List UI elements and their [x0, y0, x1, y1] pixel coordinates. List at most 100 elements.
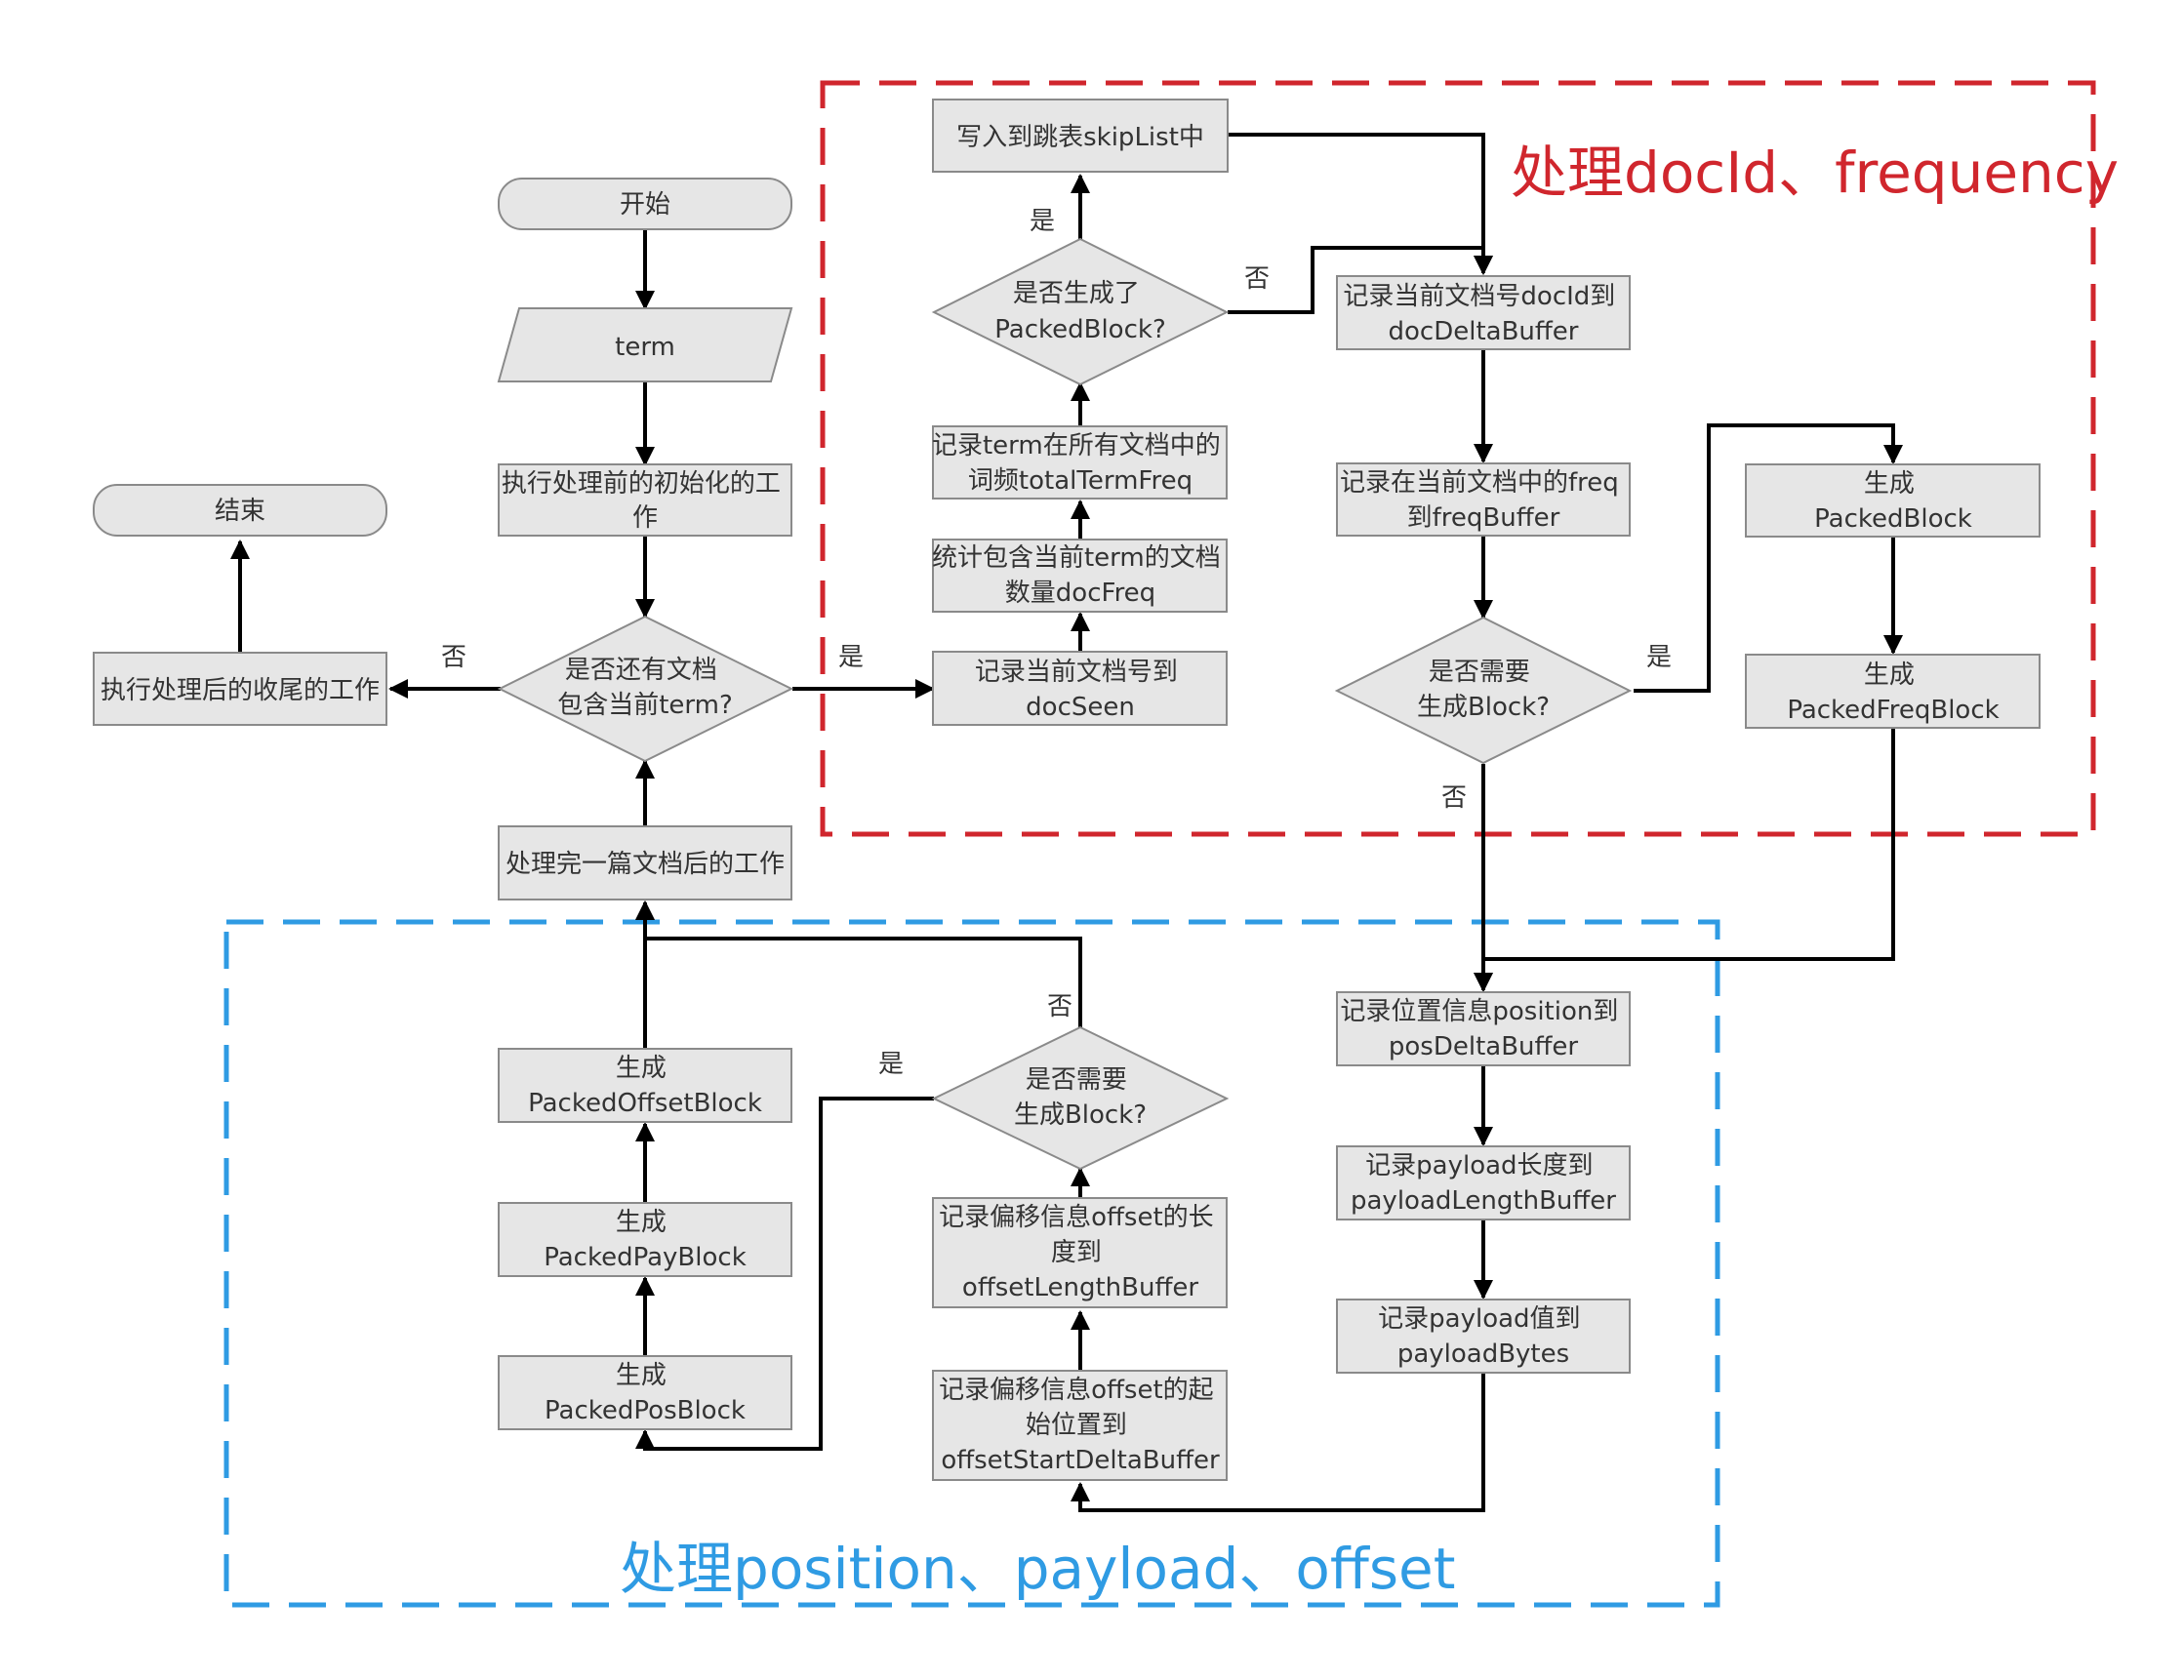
doc-freq-line-2: 数量docFreq: [1005, 579, 1155, 608]
payload-length-line-1: 记录payload长度到: [1365, 1151, 1593, 1180]
svg-text:记录当前文档号docId到 docDelta: 记录当前文档号docId到 docDeltaBuffer: [1343, 282, 1623, 346]
offset-start-node: 记录偏移信息offset的起 始位置到 offsetStartDeltaBuff…: [932, 1370, 1228, 1481]
offset-start-line-1: 记录偏移信息offset的起: [939, 1376, 1214, 1405]
skip-list-node-label: 写入到跳表skipList中: [956, 123, 1204, 152]
edge-skiplist-docdelta: [1229, 133, 1493, 275]
pos-delta-line-1: 记录位置信息position到: [1340, 997, 1618, 1026]
svg-text:记录偏移信息offset的起 始位置到: 记录偏移信息offset的起 始位置到 offsetStartDeltaBuff…: [939, 1376, 1222, 1475]
gen-packed-pos-block-node: 生成 PackedPosBlock: [498, 1355, 792, 1430]
svg-text:记录term在所有文档中的 词频totalT: 记录term在所有文档中的 词频totalTermFreq: [932, 431, 1229, 496]
region-pos-payload-offset-border: [223, 919, 1720, 1608]
offset-length-line-2: 度到: [1051, 1238, 1102, 1267]
offset-length-node: 记录偏移信息offset的长 度到 offsetLengthBuffer: [932, 1197, 1228, 1308]
gen-packed-pay-block-node: 生成 PackedPayBlock: [498, 1202, 792, 1277]
need-block-pos-line-1: 是否需要: [1026, 1065, 1127, 1095]
payload-bytes-line-2: payloadBytes: [1397, 1340, 1569, 1369]
edge-label-need-block-doc-no: 否: [1441, 783, 1467, 813]
payload-bytes-line-1: 记录payload值到: [1378, 1304, 1580, 1334]
svg-text:生成 PackedPosBlock: 生成 PackedPosBlock: [545, 1361, 746, 1425]
has-more-docs-line-2: 包含当前term?: [557, 691, 733, 720]
gen-packed-pay-block-line-2: PackedPayBlock: [544, 1243, 747, 1272]
has-more-docs-decision: 是否还有文档 包含当前term?: [497, 615, 794, 763]
total-term-freq-line-1: 记录term在所有文档中的: [932, 431, 1221, 460]
nodes: 开始 term 执行处理前的初始化的工 作 结束 执行处理后的收尾的工作: [93, 99, 2041, 1481]
gen-packed-offset-block-line-1: 生成: [616, 1054, 667, 1083]
total-term-freq-node: 记录term在所有文档中的 词频totalTermFreq: [932, 425, 1229, 500]
edges: [230, 133, 1903, 1512]
edge-needblockpos-afterdoc: [635, 900, 1082, 1027]
edge-label-need-block-pos-no: 否: [1047, 992, 1072, 1021]
term-input-label: term: [615, 333, 675, 362]
gen-packed-freq-block-node: 生成 PackedFreqBlock: [1745, 654, 2041, 729]
svg-text:是否需要 生成Block?: 是否需要 生成Block?: [1014, 1065, 1147, 1130]
cleanup-node: 执行处理后的收尾的工作: [93, 652, 387, 726]
init-node-line-2: 作: [632, 503, 658, 533]
need-block-doc-line-1: 是否需要: [1429, 658, 1530, 687]
need-block-doc-line-2: 生成Block?: [1417, 693, 1550, 722]
region-doc-freq-border: [820, 80, 2096, 837]
edge-label-need-block-doc-yes: 是: [1646, 643, 1672, 672]
init-node: 执行处理前的初始化的工 作: [498, 463, 792, 537]
has-more-docs-line-1: 是否还有文档: [565, 656, 717, 685]
edge-label-packed-no: 否: [1244, 264, 1270, 294]
svg-text:是否需要 生成Block?: 是否需要 生成Block?: [1417, 658, 1550, 722]
gen-packed-offset-block-node: 生成 PackedOffsetBlock: [498, 1048, 792, 1123]
doc-delta-line-1: 记录当前文档号docId到: [1343, 282, 1615, 311]
svg-text:生成 PackedFreqBlock: 生成 PackedFreqBlock: [1787, 660, 1999, 725]
gen-packed-block-node: 生成 PackedBlock: [1745, 463, 2041, 538]
svg-text:生成 PackedOffsetBlock: 生成 PackedOffsetBlock: [528, 1054, 762, 1118]
svg-text:记录在当前文档中的freq 到freqBuf: 记录在当前文档中的freq 到freqBuffer: [1340, 468, 1627, 533]
skip-list-node: 写入到跳表skipList中: [932, 99, 1229, 173]
gen-packed-block-line-1: 生成: [1864, 469, 1915, 499]
edge-label-has-more-yes: 是: [838, 643, 864, 672]
doc-freq-node: 统计包含当前term的文档 数量docFreq: [932, 539, 1228, 613]
svg-text:是否还有文档 包含当前term?: 是否还有文档 包含当前term?: [557, 656, 733, 720]
edge-payloadbytes-offsetstart: [1071, 1374, 1485, 1512]
region-doc-freq-title: 处理docId、frequency: [1511, 140, 2119, 206]
packed-block-generated-line-2: PackedBlock?: [994, 315, 1166, 344]
svg-text:执行处理前的初始化的工 作: 执行处理前的初始化的工 作: [502, 469, 789, 533]
need-block-pos-line-2: 生成Block?: [1014, 1100, 1147, 1130]
doc-seen-line-1: 记录当前文档号到: [975, 658, 1178, 687]
need-block-pos-decision: 是否需要 生成Block?: [931, 1025, 1230, 1171]
edge-needblockpos-genposblock: [635, 1097, 934, 1451]
offset-start-line-3: offsetStartDeltaBuffer: [941, 1446, 1220, 1475]
freq-buffer-line-1: 记录在当前文档中的freq: [1340, 468, 1619, 498]
doc-seen-node: 记录当前文档号到 docSeen: [932, 651, 1228, 726]
payload-bytes-node: 记录payload值到 payloadBytes: [1336, 1299, 1631, 1374]
edge-label-need-block-pos-yes: 是: [878, 1050, 904, 1079]
region-pos-payload-offset-title: 处理position、payload、offset: [620, 1536, 1455, 1602]
term-input-node: term: [497, 307, 793, 382]
edge-label-packed-yes: 是: [1030, 207, 1055, 236]
offset-length-line-3: offsetLengthBuffer: [962, 1273, 1198, 1302]
freq-buffer-node: 记录在当前文档中的freq 到freqBuffer: [1336, 462, 1631, 537]
packed-block-generated-line-1: 是否生成了: [1013, 279, 1140, 308]
offset-length-line-1: 记录偏移信息offset的长: [939, 1203, 1214, 1232]
edge-labels: 否 是 是 否 是 否 是 否: [441, 207, 1672, 1079]
start-node: 开始: [498, 178, 792, 230]
after-doc-node-label: 处理完一篇文档后的工作: [506, 850, 785, 879]
freq-buffer-line-2: 到freqBuffer: [1407, 503, 1560, 533]
gen-packed-offset-block-line-2: PackedOffsetBlock: [528, 1089, 762, 1118]
svg-text:记录当前文档号到 docSeen: 记录当前文档号到 docSeen: [975, 658, 1186, 722]
doc-delta-node: 记录当前文档号docId到 docDeltaBuffer: [1336, 275, 1631, 350]
gen-packed-freq-block-line-1: 生成: [1864, 660, 1915, 690]
init-node-line-1: 执行处理前的初始化的工: [502, 469, 781, 499]
need-block-doc-decision: 是否需要 生成Block?: [1334, 616, 1633, 765]
svg-text:记录位置信息position到 posDel: 记录位置信息position到 posDeltaBuffer: [1340, 997, 1626, 1061]
svg-text:记录偏移信息offset的长 度到: 记录偏移信息offset的长 度到 offsetLengthBuffer: [939, 1203, 1222, 1302]
gen-packed-pos-block-line-1: 生成: [616, 1361, 667, 1390]
end-node: 结束: [93, 484, 387, 537]
packed-block-generated-decision: 是否生成了 PackedBlock?: [931, 237, 1230, 386]
edge-label-has-more-no: 否: [441, 643, 466, 672]
start-node-label: 开始: [620, 190, 670, 220]
svg-text:记录payload长度到 payloadLe: 记录payload长度到 payloadLengthBuffer: [1351, 1151, 1616, 1216]
pos-delta-line-2: posDeltaBuffer: [1389, 1032, 1579, 1061]
svg-text:生成 PackedPayBlock: 生成 PackedPayBlock: [544, 1208, 747, 1272]
gen-packed-pos-block-line-2: PackedPosBlock: [545, 1396, 746, 1425]
gen-packed-pay-block-line-1: 生成: [616, 1208, 667, 1237]
payload-length-node: 记录payload长度到 payloadLengthBuffer: [1336, 1145, 1631, 1220]
svg-text:是否生成了 PackedBlock?: 是否生成了 PackedBlock?: [994, 279, 1166, 344]
doc-seen-line-2: docSeen: [1026, 693, 1135, 722]
